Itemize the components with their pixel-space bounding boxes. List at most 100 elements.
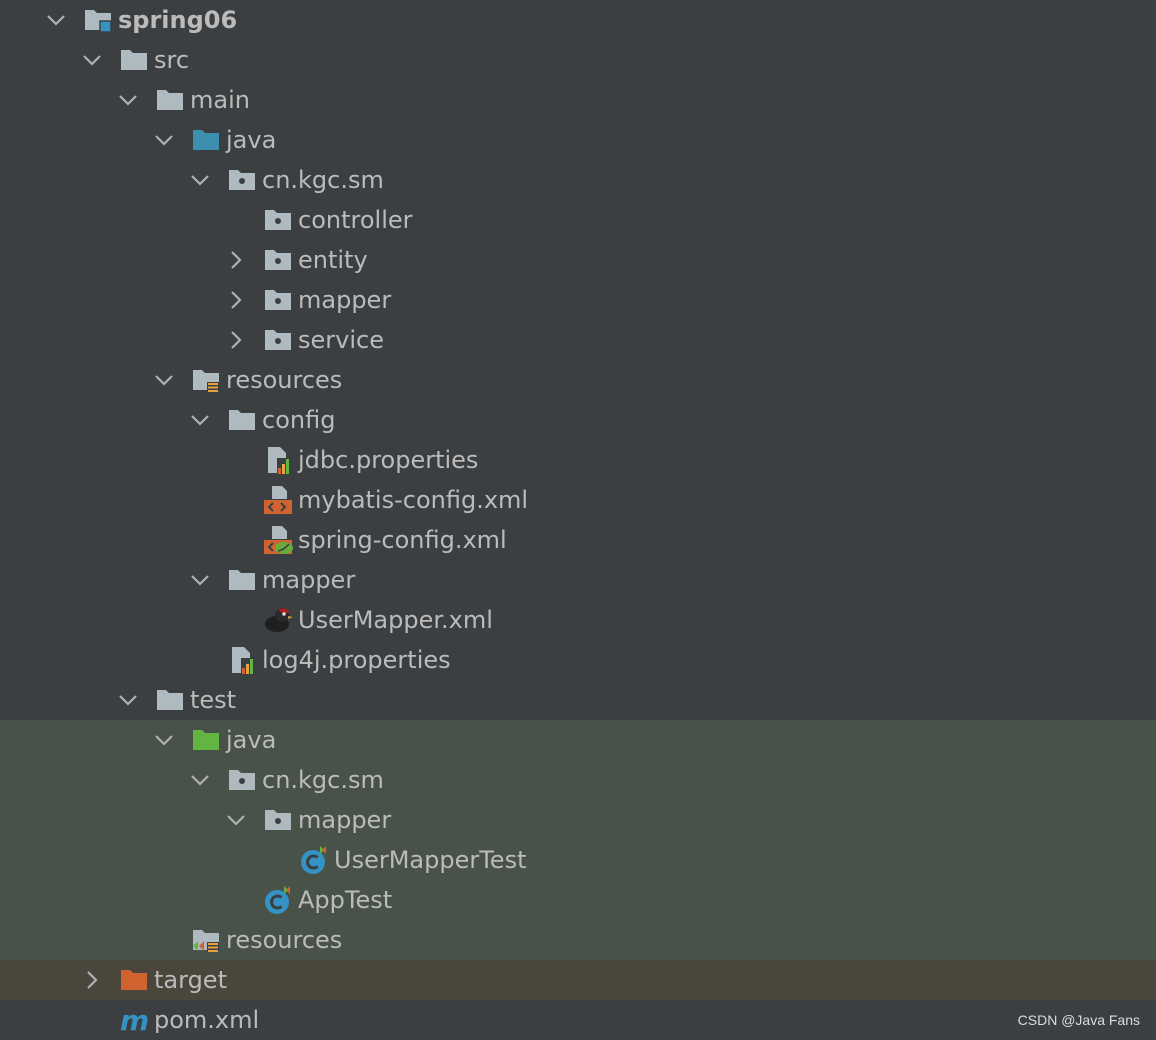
tree-node-usermappertest[interactable]: UserMapperTest — [0, 840, 1156, 880]
tree-node-cn-kgc-sm[interactable]: cn.kgc.sm — [0, 160, 1156, 200]
tree-node-label: java — [226, 126, 277, 154]
tree-node-jdbc-properties[interactable]: jdbc.properties — [0, 440, 1156, 480]
tree-node-content: cn.kgc.sm — [226, 160, 384, 200]
tree-node-content: mybatis-config.xml — [262, 480, 528, 520]
tree-node-label: pom.xml — [154, 1006, 260, 1034]
tree-node-label: mapper — [262, 566, 356, 594]
tree-node-content: mapper — [262, 280, 391, 320]
test-resources-root-icon — [190, 924, 222, 956]
chevron-down-icon[interactable] — [188, 400, 212, 440]
tree-node-content: jdbc.properties — [262, 440, 478, 480]
resources-root-icon — [190, 364, 222, 396]
folder-icon — [118, 44, 150, 76]
tree-node-label: config — [262, 406, 336, 434]
tree-node-label: resources — [226, 926, 343, 954]
tree-node-content: java — [190, 120, 276, 160]
tree-node-label: mybatis-config.xml — [298, 486, 529, 514]
tree-node-java[interactable]: java — [0, 720, 1156, 760]
tree-node-label: test — [190, 686, 237, 714]
tree-node-content: mapper — [226, 560, 355, 600]
tree-node-label: UserMapper.xml — [298, 606, 493, 634]
chevron-down-icon[interactable] — [44, 0, 68, 40]
source-root-folder-icon — [190, 124, 222, 156]
tree-node-mapper[interactable]: mapper — [0, 560, 1156, 600]
tree-node-java[interactable]: java — [0, 120, 1156, 160]
tree-node-content: resources — [190, 360, 342, 400]
tree-node-label: src — [154, 46, 190, 74]
tree-node-label: mapper — [298, 286, 392, 314]
tree-node-resources[interactable]: resources — [0, 920, 1156, 960]
tree-node-usermapper-xml[interactable]: UserMapper.xml — [0, 600, 1156, 640]
chevron-down-icon[interactable] — [152, 120, 176, 160]
chevron-right-icon[interactable] — [224, 320, 248, 360]
package-icon — [226, 164, 258, 196]
package-icon — [262, 244, 294, 276]
tree-node-target[interactable]: target — [0, 960, 1156, 1000]
tree-node-label: controller — [298, 206, 413, 234]
tree-node-content: spring-config.xml — [262, 520, 507, 560]
chevron-right-icon[interactable] — [224, 240, 248, 280]
tree-node-content: log4j.properties — [226, 640, 451, 680]
tree-node-src[interactable]: src — [0, 40, 1156, 80]
tree-node-label: main — [190, 86, 250, 114]
properties-file-icon — [226, 644, 258, 676]
package-icon — [226, 764, 258, 796]
folder-icon — [226, 404, 258, 436]
excluded-folder-icon — [118, 964, 150, 996]
tree-node-config[interactable]: config — [0, 400, 1156, 440]
tree-node-log4j-properties[interactable]: log4j.properties — [0, 640, 1156, 680]
tree-node-content: spring06 — [82, 0, 237, 40]
tree-node-content: service — [262, 320, 384, 360]
tree-node-content: UserMapper.xml — [262, 600, 493, 640]
tree-node-cn-kgc-sm[interactable]: cn.kgc.sm — [0, 760, 1156, 800]
test-class-icon — [298, 844, 330, 876]
chevron-down-icon[interactable] — [152, 720, 176, 760]
package-icon — [262, 204, 294, 236]
svg-text:m: m — [120, 1004, 149, 1036]
chevron-right-icon[interactable] — [224, 280, 248, 320]
tree-node-mybatis-config-xml[interactable]: mybatis-config.xml — [0, 480, 1156, 520]
tree-node-label: log4j.properties — [262, 646, 451, 674]
package-icon — [262, 804, 294, 836]
tree-node-content: java — [190, 720, 276, 760]
tree-node-main[interactable]: main — [0, 80, 1156, 120]
tree-node-resources[interactable]: resources — [0, 360, 1156, 400]
chevron-down-icon[interactable] — [188, 160, 212, 200]
tree-node-spring06[interactable]: spring06 — [0, 0, 1156, 40]
chevron-down-icon[interactable] — [116, 80, 140, 120]
tree-node-controller[interactable]: controller — [0, 200, 1156, 240]
folder-icon — [154, 684, 186, 716]
tree-node-content: UserMapperTest — [298, 840, 526, 880]
properties-file-icon — [262, 444, 294, 476]
folder-icon — [226, 564, 258, 596]
tree-node-label: spring06 — [118, 6, 238, 34]
tree-node-apptest[interactable]: AppTest — [0, 880, 1156, 920]
package-icon — [262, 284, 294, 316]
tree-node-content: cn.kgc.sm — [226, 760, 384, 800]
tree-node-label: java — [226, 726, 277, 754]
tree-node-content: main — [154, 80, 250, 120]
chevron-down-icon[interactable] — [116, 680, 140, 720]
tree-node-entity[interactable]: entity — [0, 240, 1156, 280]
test-class-icon — [262, 884, 294, 916]
chevron-down-icon[interactable] — [152, 360, 176, 400]
tree-node-mapper[interactable]: mapper — [0, 280, 1156, 320]
tree-node-service[interactable]: service — [0, 320, 1156, 360]
tree-node-content: resources — [190, 920, 342, 960]
chevron-right-icon[interactable] — [80, 960, 104, 1000]
package-icon — [262, 324, 294, 356]
chevron-down-icon[interactable] — [224, 800, 248, 840]
chevron-down-icon[interactable] — [188, 760, 212, 800]
chevron-down-icon[interactable] — [188, 560, 212, 600]
maven-icon: m — [118, 1004, 150, 1036]
tree-node-test[interactable]: test — [0, 680, 1156, 720]
chevron-down-icon[interactable] — [80, 40, 104, 80]
tree-node-spring-config-xml[interactable]: spring-config.xml — [0, 520, 1156, 560]
tree-node-label: resources — [226, 366, 343, 394]
test-source-root-icon — [190, 724, 222, 756]
tree-node-mapper[interactable]: mapper — [0, 800, 1156, 840]
module-folder-icon — [82, 4, 114, 36]
spring-xml-file-icon — [262, 524, 294, 556]
